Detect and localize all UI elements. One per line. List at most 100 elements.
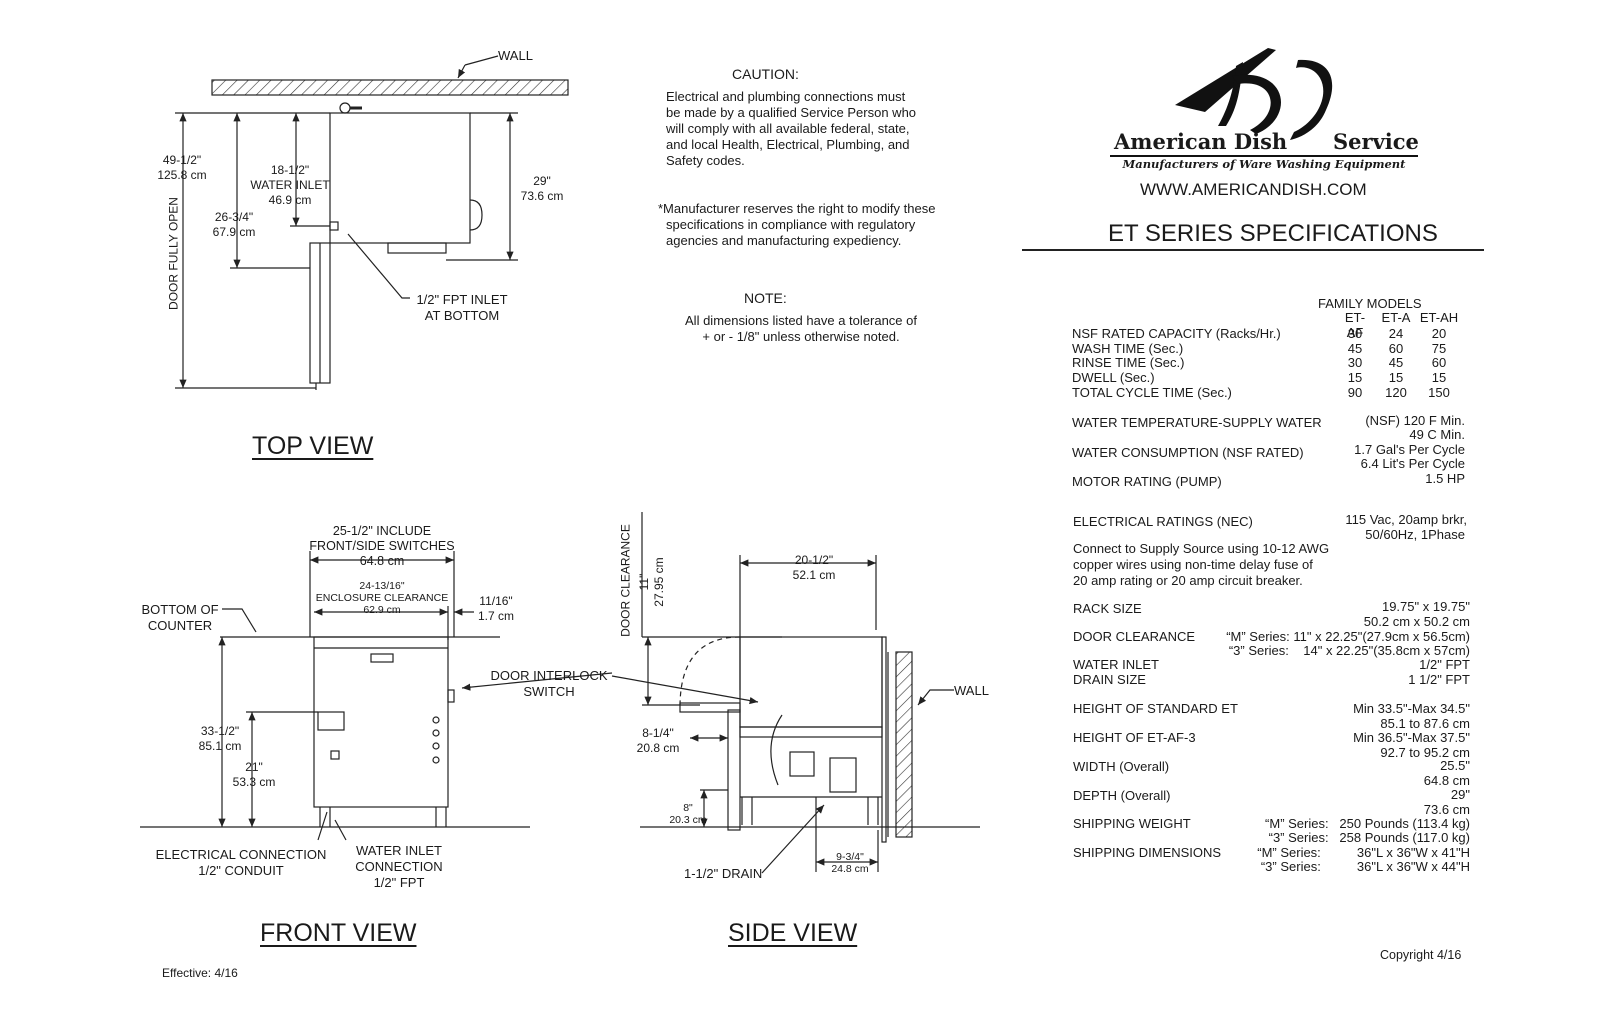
dim-value-metric: 67.9 cm — [212, 225, 256, 239]
brand-tagline: Manufacturers of Ware Washing Equipment — [1122, 157, 1406, 171]
front-view-title: FRONT VIEW — [260, 919, 417, 947]
caution-title: CAUTION: — [732, 66, 799, 82]
spec-cell: 60 — [1431, 355, 1447, 370]
dim-value: 24-13/16" — [359, 580, 405, 592]
spec-row-label: RINSE TIME (Sec.) — [1072, 355, 1185, 370]
text-line: Connect to Supply Source using 10-12 AWG — [1073, 541, 1330, 556]
dim-value-metric: 62.9 cm — [363, 604, 401, 616]
spec-row-label: DWELL (Sec.) — [1072, 370, 1155, 385]
spec-cell: 15 — [1388, 370, 1404, 385]
dim-door-offset: 26-3/4" 67.9 cm — [204, 210, 264, 240]
dim-side-8: 8" 20.3 cm — [664, 802, 712, 826]
shipping-weight-label: SHIPPING WEIGHT — [1073, 816, 1191, 831]
width-value: 25.5" — [1440, 758, 1470, 773]
text-line: + or - 1/8" unless otherwise noted. — [702, 329, 900, 344]
dim-value: 9-3/4" — [836, 851, 864, 863]
family-models-heading: FAMILY MODELS — [1318, 296, 1422, 311]
dim-door-clearance: 11" 27.95 cm — [637, 544, 667, 620]
caution-text: Electrical and plumbing connections must… — [666, 89, 976, 169]
text-line: will comply with all available federal, … — [666, 121, 910, 136]
dim-value-metric: 20.3 cm — [669, 814, 707, 826]
depth-value-metric: 73.6 cm — [1423, 802, 1470, 817]
drain-label: 1-1/2" DRAIN — [684, 866, 763, 881]
label-line: COUNTER — [147, 618, 213, 633]
spec-cell: 150 — [1428, 385, 1450, 400]
height-standard-value: Min 33.5"-Max 34.5" — [1353, 701, 1470, 716]
dim-value-metric: 85.1 cm — [198, 739, 242, 753]
electrical-connection-label: ELECTRICAL CONNECTION 1/2" CONDUIT — [146, 847, 336, 879]
dim-label: WATER INLET — [250, 178, 330, 192]
dim-value-metric: 73.6 cm — [520, 189, 564, 203]
spec-cell: 75 — [1431, 341, 1447, 356]
dim-value: 26-3/4" — [214, 210, 254, 224]
copyright: Copyright 4/16 — [1380, 948, 1462, 962]
dim-value-metric: 27.95 cm — [652, 557, 666, 607]
dim-value: 33-1/2" — [200, 724, 240, 738]
door-interlock-label: DOOR INTERLOCK SWITCH — [484, 668, 614, 700]
reserve-text: *Manufacturer reserves the right to modi… — [658, 201, 978, 249]
drain-size-value: 1 1/2" FPT — [1408, 672, 1470, 687]
shipping-weight-value: “3” Series: 258 Pounds (117.0 kg) — [1268, 830, 1470, 845]
dim-value: 21" — [245, 760, 263, 774]
dim-side-814: 8-1/4" 20.8 cm — [632, 726, 684, 756]
dim-value: 20-1/2" — [794, 553, 834, 567]
text-line: Electrical and plumbing connections must — [666, 89, 906, 104]
spec-cell: 15 — [1431, 370, 1447, 385]
dim-front-height: 33-1/2" 85.1 cm — [192, 724, 248, 754]
effective-date: Effective: 4/16 — [162, 966, 238, 980]
width-label: WIDTH (Overall) — [1073, 759, 1170, 774]
connect-supply-text: Connect to Supply Source using 10-12 AWG… — [1073, 541, 1363, 589]
spec-row-label: TOTAL CYCLE TIME (Sec.) — [1072, 385, 1232, 400]
dim-value: 11/16" — [479, 594, 513, 608]
note-text: All dimensions listed have a tolerance o… — [666, 313, 936, 345]
shipping-weight-value: “M” Series: 250 Pounds (113.4 kg) — [1265, 816, 1470, 831]
water-temp-value-metric: 49 C Min. — [1409, 427, 1465, 442]
water-temp-value: (NSF) 120 F Min. — [1365, 413, 1465, 428]
spec-cell: 24 — [1388, 326, 1404, 341]
front-view-drawing — [140, 551, 613, 841]
dim-value-metric: 52.1 cm — [792, 568, 836, 582]
dim-overall-depth: 49-1/2" 125.8 cm — [150, 153, 214, 183]
dim-value-metric: 20.8 cm — [636, 741, 680, 755]
water-inlet-connection-label: WATER INLET CONNECTION 1/2" FPT — [344, 843, 454, 891]
spec-cell: 45 — [1388, 355, 1404, 370]
dim-drain-offset: 9-3/4" 24.8 cm — [822, 851, 878, 875]
dim-value-metric: 64.8 cm — [359, 554, 405, 568]
fpt-inlet-label: 1/2" FPT INLET AT BOTTOM — [410, 292, 514, 324]
dim-value: 29" — [533, 174, 551, 188]
dim-label: FRONT/SIDE SWITCHES — [309, 539, 455, 553]
spec-cell: 120 — [1385, 385, 1407, 400]
rack-size-label: RACK SIZE — [1073, 601, 1142, 616]
shipping-dimensions-label: SHIPPING DIMENSIONS — [1073, 845, 1222, 860]
dim-front-21: 21" 53.3 cm — [226, 760, 282, 790]
side-view-title: SIDE VIEW — [728, 919, 858, 947]
depth-label: DEPTH (Overall) — [1073, 788, 1171, 803]
dim-enclosure: 24-13/16" ENCLOSURE CLEARANCE 62.9 cm — [310, 580, 454, 616]
label-line: DOOR INTERLOCK — [490, 668, 608, 683]
side-view-drawing — [611, 512, 980, 874]
spec-row-label: WASH TIME (Sec.) — [1072, 341, 1184, 356]
dim-unit-depth: 29" 73.6 cm — [514, 174, 570, 204]
note-title: NOTE: — [744, 290, 787, 306]
dim-value-metric: 1.7 cm — [477, 609, 514, 623]
spec-cell: 45 — [1347, 341, 1363, 356]
spec-cell: 20 — [1431, 326, 1447, 341]
label-line: 1/2" CONDUIT — [198, 863, 284, 878]
dim-value: 8" — [683, 802, 693, 814]
water-consumption-value-metric: 6.4 Lit's Per Cycle — [1360, 456, 1465, 471]
dim-label: ENCLOSURE CLEARANCE — [315, 592, 449, 604]
height-standard-label: HEIGHT OF STANDARD ET — [1073, 701, 1238, 716]
spec-cell: 60 — [1388, 341, 1404, 356]
label-line: WATER INLET — [356, 843, 442, 858]
spec-title: ET SERIES SPECIFICATIONS — [1108, 220, 1438, 247]
side-wall-label: WALL — [954, 683, 989, 698]
shipping-dimensions-value: “3” Series: 36"L x 36"W x 44"H — [1260, 859, 1470, 874]
shipping-dimensions-value: “M” Series: 36"L x 36"W x 41"H — [1257, 845, 1470, 860]
dim-value-metric: 46.9 cm — [268, 193, 312, 207]
dim-side-offset: 11/16" 1.7 cm — [474, 594, 518, 624]
water-inlet-spec-label: WATER INLET — [1073, 657, 1159, 672]
drain-size-label: DRAIN SIZE — [1073, 672, 1146, 687]
label-line: SWITCH — [523, 684, 575, 699]
water-consumption-label: WATER CONSUMPTION (NSF RATED) — [1072, 445, 1304, 460]
